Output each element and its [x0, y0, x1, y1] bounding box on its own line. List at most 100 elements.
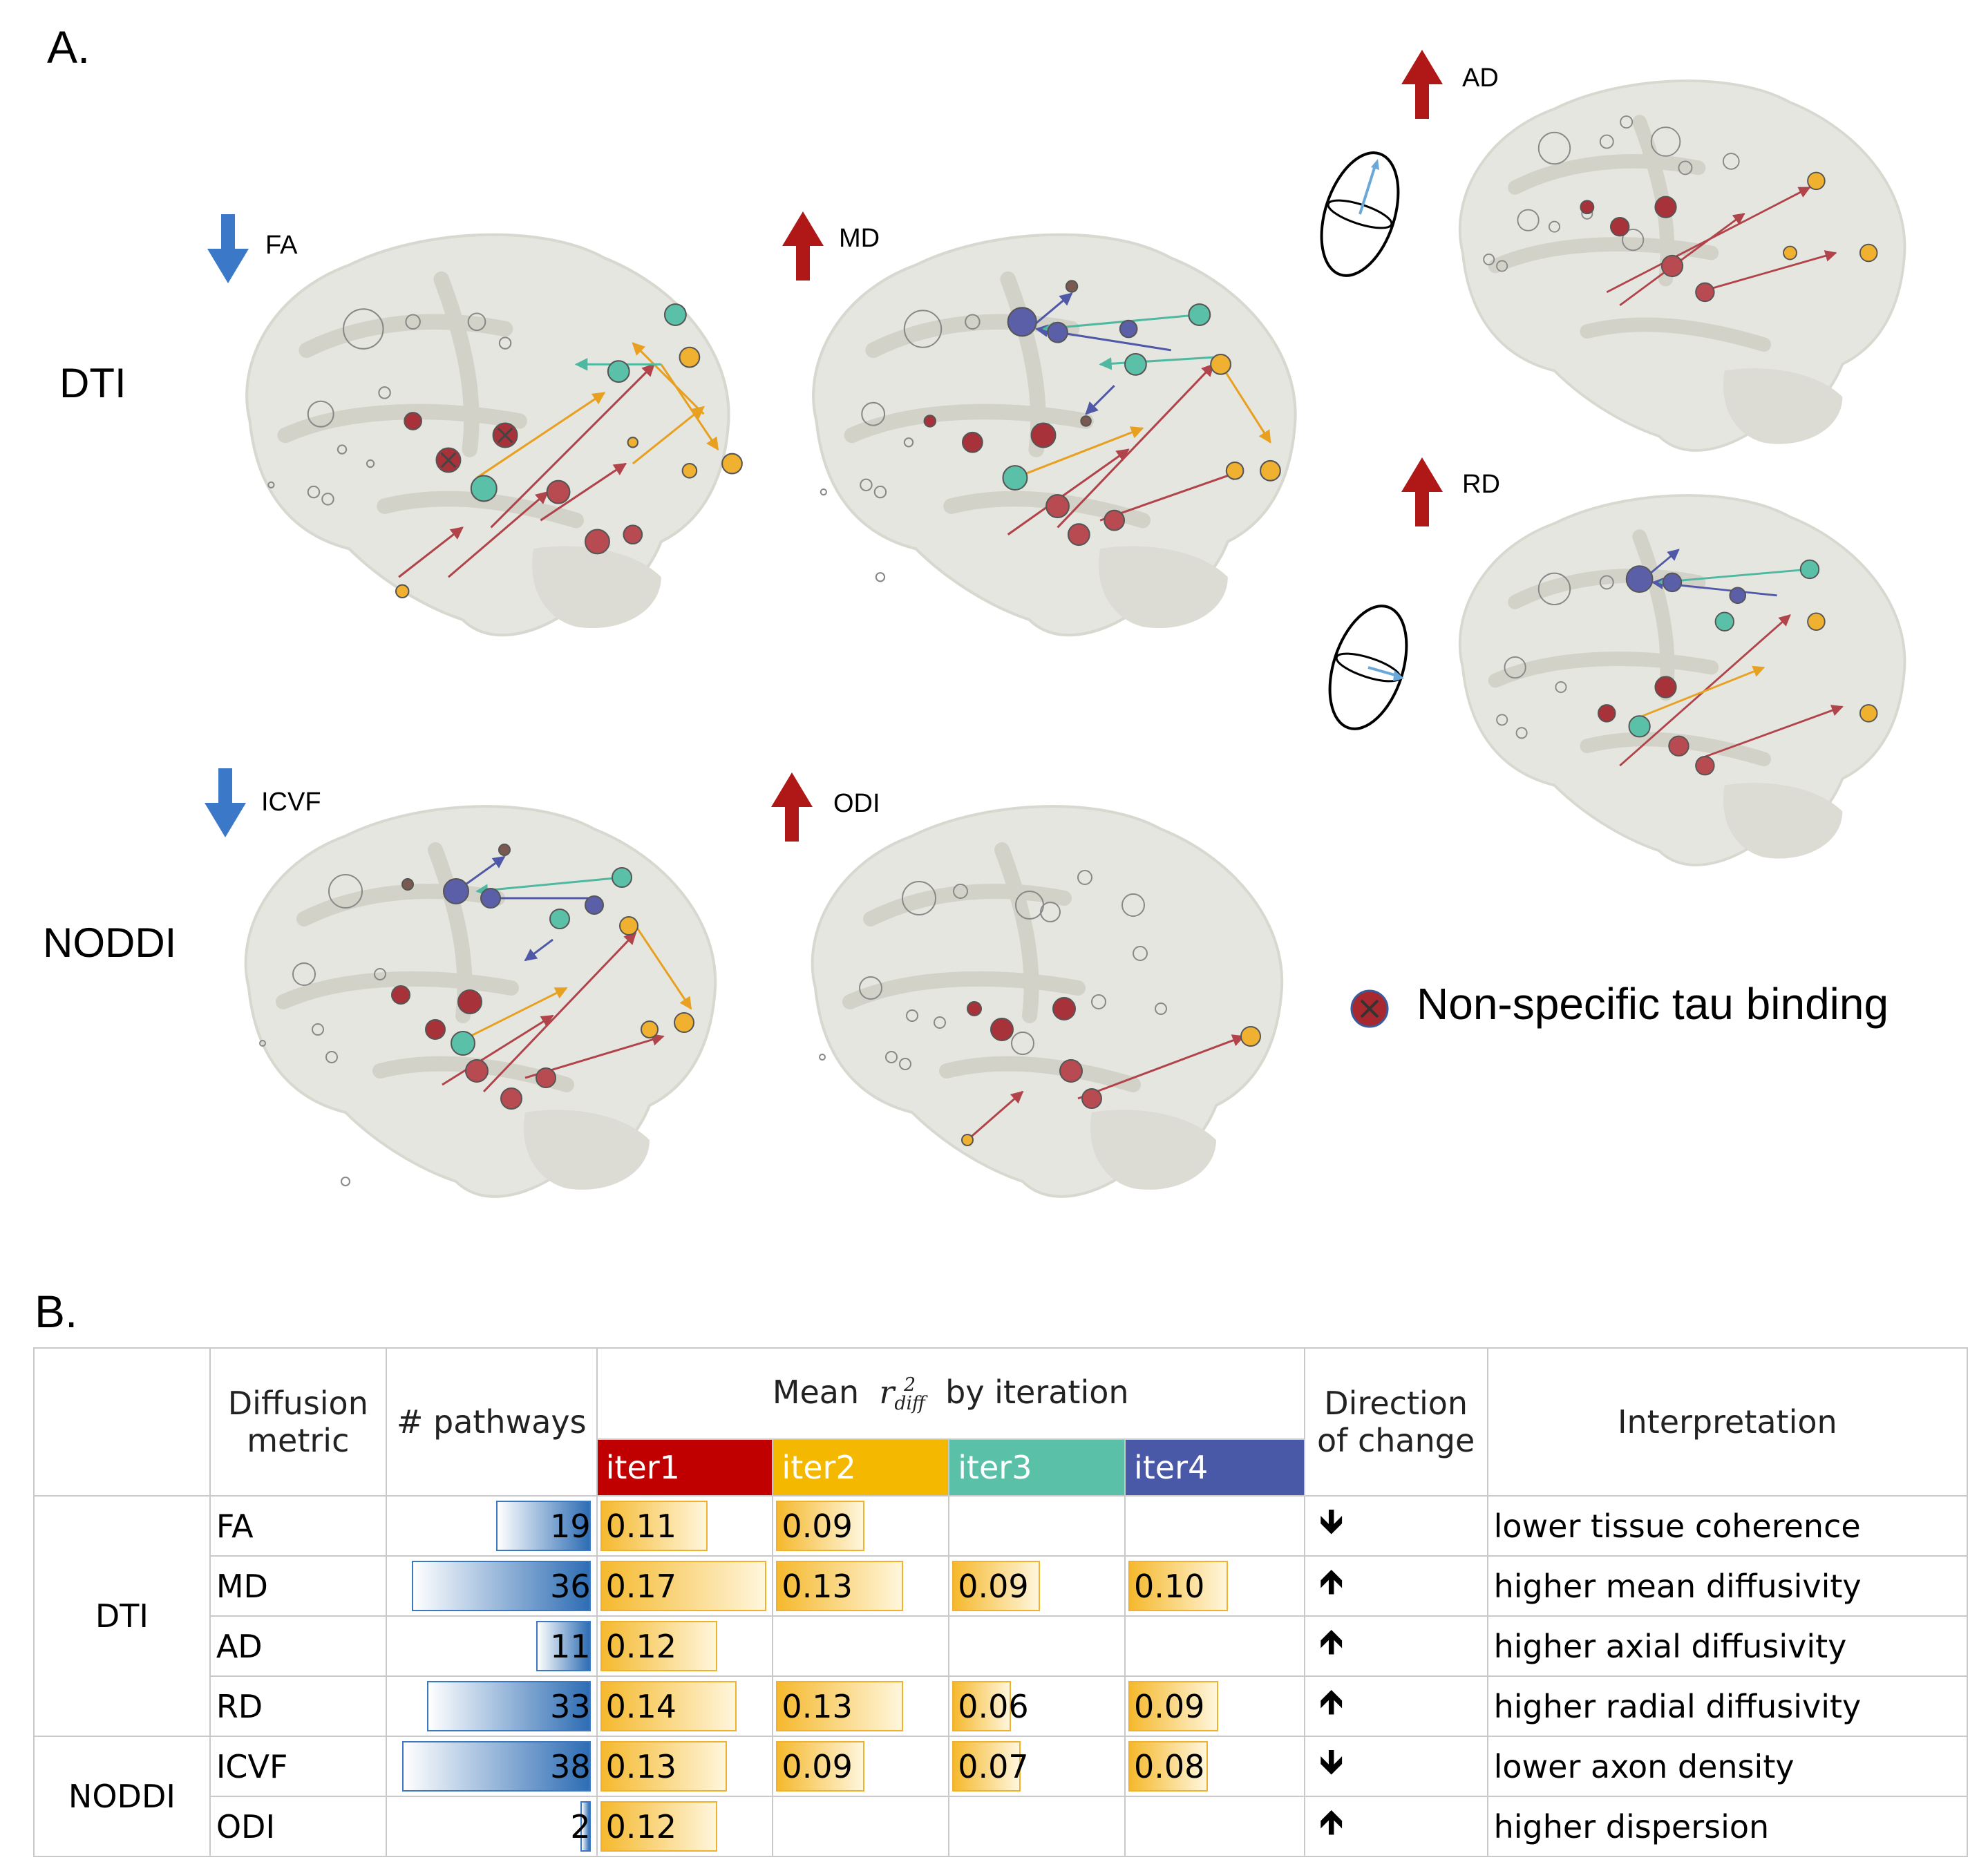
metric-cell: ODI: [209, 1796, 387, 1857]
r2-value: [1131, 1628, 1134, 1665]
iter4-cell: 0.09: [1124, 1675, 1305, 1737]
metric-cell: AD: [209, 1615, 387, 1677]
header-iter3: iter3: [948, 1438, 1126, 1497]
r2-bar: [952, 1561, 1041, 1611]
row-label-dti: DTI: [59, 360, 126, 406]
r2-bar: [600, 1681, 737, 1731]
ad-arrow-icon: [1401, 50, 1443, 119]
header-iter2: iter2: [772, 1438, 950, 1497]
header-mean-pre: Mean: [772, 1374, 860, 1412]
header-mean-post: by iteration: [945, 1374, 1129, 1412]
pathways-bar: [402, 1741, 591, 1792]
r2-bar: [1128, 1681, 1218, 1731]
r2-value: 0.09: [958, 1567, 1029, 1605]
iter2-cell: 0.09: [772, 1495, 950, 1557]
table-row: MD 36 0.17 0.13 0.09 0.10 🡹 higher mean …: [34, 1555, 1969, 1617]
iter4-cell: 0.08: [1124, 1736, 1305, 1797]
header-iter4: iter4: [1124, 1438, 1305, 1497]
r2-bar: [776, 1561, 904, 1611]
r2-value: 0.13: [605, 1747, 677, 1785]
r2-value: 0.14: [605, 1687, 677, 1725]
table-row: RD 33 0.14 0.13 0.06 0.09 🡹 higher radia…: [34, 1675, 1969, 1737]
r2-value: 0.11: [605, 1507, 677, 1545]
table-row: NODDI ICVF 38 0.13 0.09 0.07 0.08 🡻 lowe…: [33, 1736, 1969, 1857]
metric-label-fa: FA: [265, 231, 298, 260]
brain-ad: [1423, 55, 1921, 477]
direction-arrow-icon: 🡻: [1303, 1495, 1488, 1557]
brain-fa: [207, 207, 743, 663]
interpretation-cell: higher mean diffusivity: [1486, 1555, 1969, 1617]
x-circle-icon: [1350, 989, 1389, 1028]
row-label-noddi: NODDI: [43, 920, 177, 966]
panel-b-label: B.: [35, 1286, 78, 1337]
panel-a-label: A.: [47, 21, 91, 73]
interpretation-cell: lower axon density: [1486, 1736, 1969, 1797]
metric-cell: FA: [209, 1495, 387, 1557]
direction-arrow-icon: 🡻: [1303, 1736, 1488, 1797]
iter1-cell: 0.11: [596, 1495, 774, 1557]
iter1-cell: 0.13: [596, 1736, 774, 1797]
r2-bar: [600, 1561, 766, 1611]
r2-bar: [952, 1741, 1021, 1792]
pathways-value: 11: [550, 1627, 591, 1665]
r2-value: [955, 1508, 958, 1545]
iter2-cell: 0.09: [772, 1736, 950, 1797]
radial-ellipsoid-icon: [1328, 605, 1408, 730]
iter4-cell: [1124, 1615, 1305, 1677]
group-label-noddi: NODDI: [33, 1736, 211, 1857]
fa-arrow-icon: [207, 214, 249, 283]
metric-cell: RD: [209, 1675, 387, 1737]
r2-value: 0.12: [605, 1807, 677, 1845]
brain-rd: [1423, 470, 1921, 891]
header-direction: Direction of change: [1303, 1347, 1488, 1497]
r2-value: [955, 1628, 958, 1665]
metric-label-ad: AD: [1462, 64, 1499, 93]
table-row: ODI 2 0.12 🡹 higher dispersion: [34, 1796, 1969, 1857]
r2-bar: [776, 1501, 864, 1551]
iter3-cell: 0.07: [948, 1736, 1126, 1797]
pathways-value: 19: [550, 1507, 591, 1545]
icvf-arrow-icon: [205, 768, 246, 837]
interpretation-cell: lower tissue coherence: [1486, 1495, 1969, 1557]
interpretation-cell: higher radial diffusivity: [1486, 1675, 1969, 1737]
r2-value: [1131, 1508, 1134, 1545]
group-label-dti: DTI: [33, 1495, 211, 1737]
header-direction-line2: of change: [1317, 1422, 1475, 1459]
pathways-cell: 36: [385, 1555, 598, 1617]
table-row: AD 11 0.12 🡹 higher axial diffusivity: [34, 1615, 1969, 1677]
r2-value: 0.17: [605, 1567, 677, 1605]
r2-bar: [600, 1501, 708, 1551]
brain-md: [774, 207, 1313, 663]
metric-label-rd: RD: [1462, 470, 1500, 499]
header-mean-sym: r: [879, 1374, 895, 1412]
legend-label: Non-specific tau binding: [1417, 979, 1889, 1029]
r2-value: [779, 1628, 782, 1665]
direction-arrow-icon: 🡹: [1303, 1615, 1488, 1677]
r2-value: [779, 1808, 782, 1845]
iter1-cell: 0.14: [596, 1675, 774, 1737]
header-metric-line1: Diffusion: [227, 1385, 368, 1422]
r2-bar: [600, 1741, 728, 1792]
r2-value: 0.09: [1133, 1687, 1205, 1725]
r2-bar: [600, 1801, 718, 1852]
iter1-cell: 0.12: [596, 1796, 774, 1857]
r2-value: 0.12: [605, 1627, 677, 1665]
r2-value: 0.08: [1133, 1747, 1205, 1785]
metric-cell: MD: [209, 1555, 387, 1617]
iter2-cell: 0.13: [772, 1555, 950, 1617]
pathways-value: 2: [570, 1807, 591, 1845]
metric-label-md: MD: [839, 224, 880, 253]
pathways-value: 38: [550, 1747, 591, 1785]
metric-cell: ICVF: [209, 1736, 387, 1797]
header-iter1: iter1: [596, 1438, 774, 1497]
header-metric-line2: metric: [247, 1422, 350, 1459]
md-arrow-icon: [782, 211, 824, 281]
r2-bar: [600, 1621, 718, 1671]
r2-bar: [1128, 1741, 1209, 1792]
iter1-cell: 0.12: [596, 1615, 774, 1677]
header-pathways: # pathways: [385, 1347, 598, 1497]
r2-value: 0.10: [1133, 1567, 1205, 1605]
r2-bar: [776, 1741, 864, 1792]
odi-arrow-icon: [771, 772, 813, 842]
